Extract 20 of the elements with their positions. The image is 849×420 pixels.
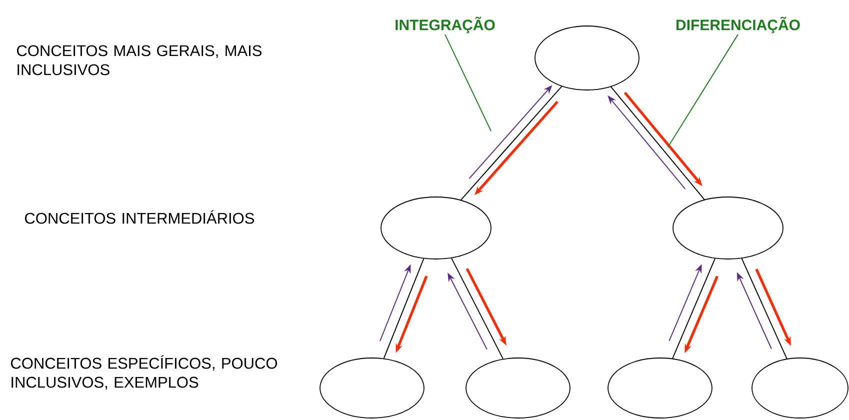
connector-line — [610, 86, 705, 200]
process-label: DIFERENCIAÇÃO — [676, 16, 800, 34]
concept-ellipse — [752, 358, 848, 418]
concept-ellipse — [534, 26, 640, 90]
connector-line — [741, 258, 788, 360]
process-label: INTEGRAÇÃO — [396, 16, 495, 34]
leader-line — [668, 34, 738, 148]
concept-ellipse — [608, 358, 712, 418]
concept-ellipse — [672, 196, 784, 260]
concept-ellipse — [466, 358, 570, 418]
leader-line — [444, 34, 492, 132]
level-label: CONCEITOS ESPECÍFICOS, POUCO INCLUSIVOS, EXEMPLOS — [11, 355, 278, 390]
connector-line — [460, 86, 562, 200]
connector-line — [672, 258, 716, 359]
level-label: CONCEITOS MAIS GERAIS, MAIS INCLUSIVOS — [17, 45, 262, 76]
connector-line — [383, 258, 424, 359]
concept-ellipse — [320, 358, 424, 418]
connector-line — [450, 258, 504, 360]
concept-ellipse — [380, 196, 492, 260]
level-label: CONCEITOS INTERMEDIÁRIOS — [25, 210, 254, 224]
